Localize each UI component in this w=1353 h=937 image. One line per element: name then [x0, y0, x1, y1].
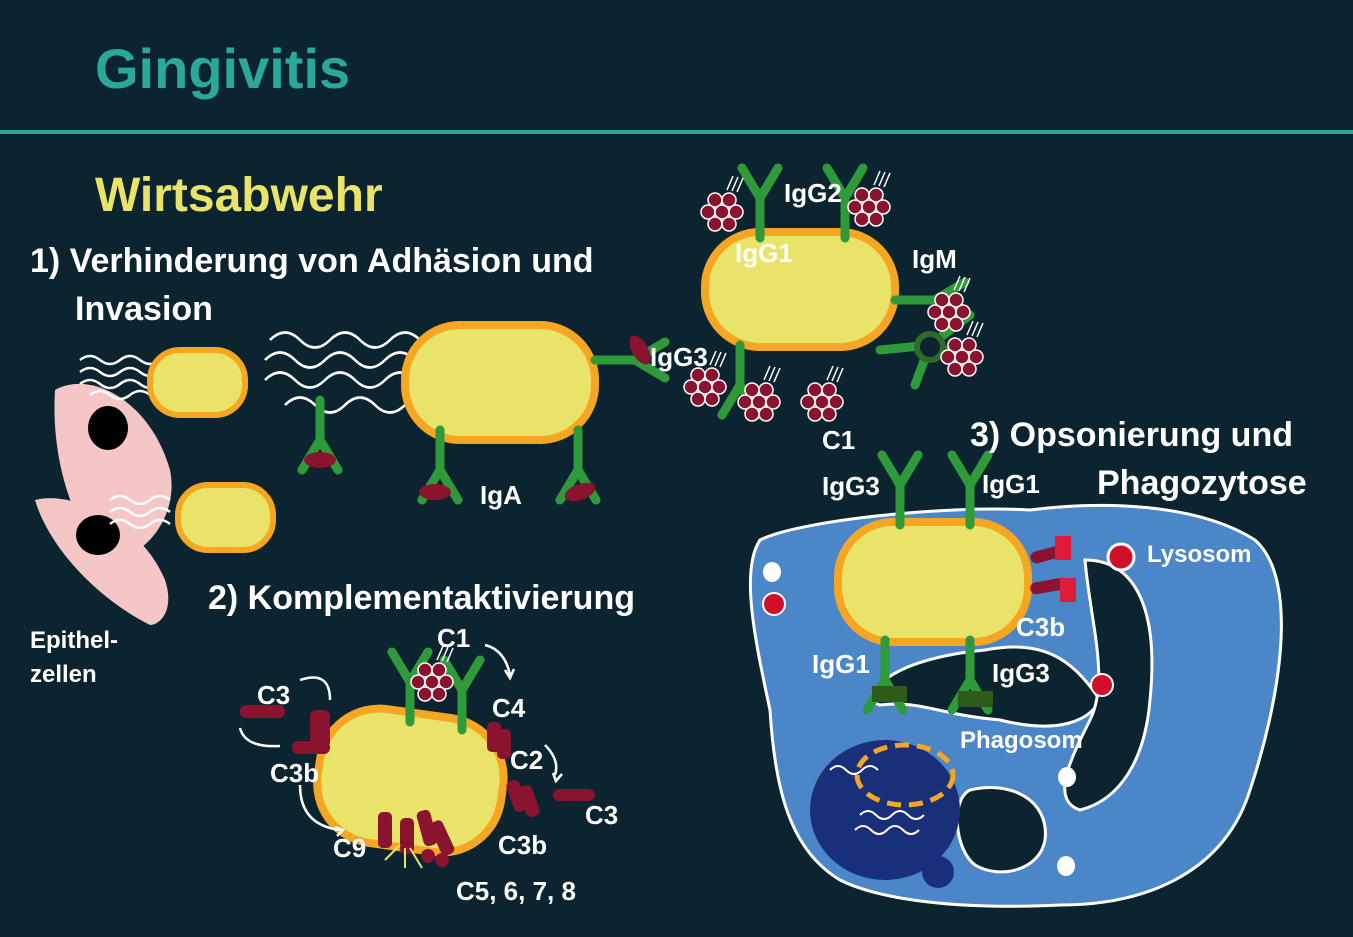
label-c3b-phago: C3b [1016, 612, 1066, 642]
bacterium-small-top [147, 347, 248, 418]
label-igg1-phago-bottom: IgG1 [812, 649, 870, 679]
label-igm: IgM [912, 244, 957, 274]
label-c2: C2 [510, 745, 544, 775]
label-iga: IgA [480, 480, 522, 510]
section-opsonization-line2: Phagozytose [1097, 464, 1307, 502]
label-c4: C4 [492, 693, 526, 723]
label-igg3-phago-top: IgG3 [822, 471, 880, 501]
label-lysosom: Lysosom [1147, 541, 1252, 568]
title-divider [0, 130, 1353, 134]
label-igg3-phago-bottom: IgG3 [992, 658, 1050, 688]
bacterium-opsonized [834, 455, 1076, 710]
section-opsonization-line1: 3) Opsonierung und [970, 416, 1293, 454]
label-c1-mid: C1 [822, 425, 856, 455]
epithelial-cells [35, 383, 172, 625]
fimbriae [79, 331, 421, 530]
section-adhesion-line2: Invasion [75, 290, 213, 328]
label-epithel-line2: zellen [30, 661, 97, 688]
complement-arrows [238, 643, 563, 837]
label-phagosom: Phagosom [960, 727, 1083, 754]
page-subtitle: Wirtsabwehr [95, 169, 383, 222]
bacterium-iga [401, 321, 599, 444]
bacterium-igg [701, 228, 899, 351]
label-epithel-line1: Epithel- [30, 627, 118, 654]
bacterium-small-bottom [175, 482, 276, 553]
label-c3-right: C3 [585, 800, 619, 830]
label-c5678: C5, 6, 7, 8 [456, 876, 576, 906]
page-title: Gingivitis [95, 37, 351, 100]
label-igg2-top: IgG2 [784, 178, 842, 208]
section-adhesion-line1: 1) Verhinderung von Adhäsion und [30, 242, 594, 280]
section-complement: 2) Komplementaktivierung [208, 579, 635, 617]
label-c3b-bottom: C3b [498, 830, 548, 860]
label-igg1-phago-top: IgG1 [982, 469, 1040, 499]
igg-igm-antibodies [683, 168, 984, 422]
label-c3-left: C3 [257, 680, 291, 710]
label-c9: C9 [333, 833, 367, 863]
label-c3b-left: C3b [270, 758, 320, 788]
complement-proteins [240, 705, 595, 867]
label-igg1-top: IgG1 [735, 238, 793, 268]
label-c1-complement: C1 [437, 623, 471, 653]
mac-pore-arrows [384, 844, 423, 869]
iga-antibodies [302, 335, 665, 505]
label-igg3-mid: IgG3 [650, 342, 708, 372]
